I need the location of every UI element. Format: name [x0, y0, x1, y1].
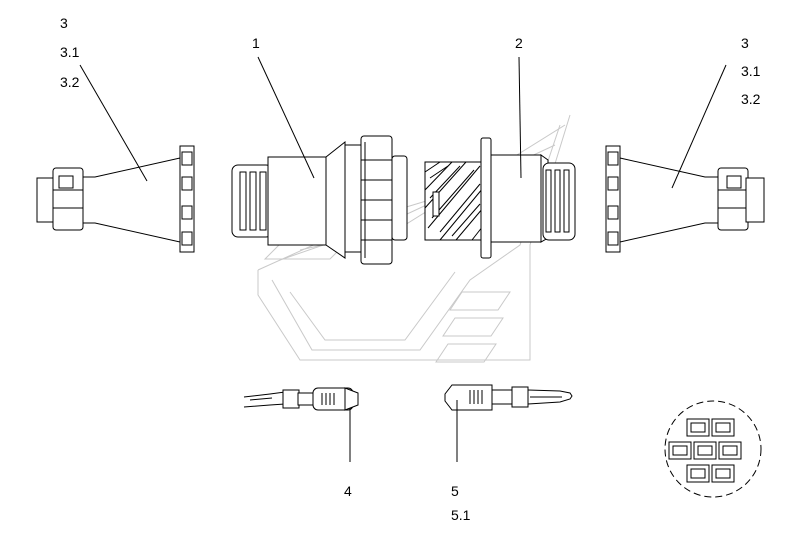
callout-left-3: 3	[60, 15, 68, 31]
right-end-cap	[605, 64, 765, 253]
part-1-plug-housing	[231, 56, 408, 265]
pin-layout-detail	[664, 400, 762, 498]
callout-part-4: 4	[344, 483, 352, 499]
callout-left-3-1: 3.1	[60, 44, 80, 60]
leader-line-part-2	[518, 56, 522, 179]
leader-line-right-3	[671, 64, 727, 189]
leader-line-part-1	[257, 56, 315, 179]
callout-right-3-2: 3.2	[741, 91, 761, 107]
callout-part-5: 5	[451, 483, 459, 499]
callout-part-2: 2	[515, 35, 523, 51]
callout-left-3-2: 3.2	[60, 74, 80, 90]
leader-line-left-3	[79, 64, 148, 182]
callout-right-3: 3	[741, 35, 749, 51]
callout-right-3-1: 3.1	[741, 63, 761, 79]
left-end-cap	[36, 64, 195, 253]
part-2-receptacle	[424, 56, 576, 259]
pin-cavity-grid	[668, 418, 742, 483]
part-5-socket-contact	[444, 384, 573, 462]
callout-part-1: 1	[252, 35, 260, 51]
callout-part-5-1: 5.1	[451, 507, 471, 523]
part-4-pin-contact	[243, 387, 359, 462]
